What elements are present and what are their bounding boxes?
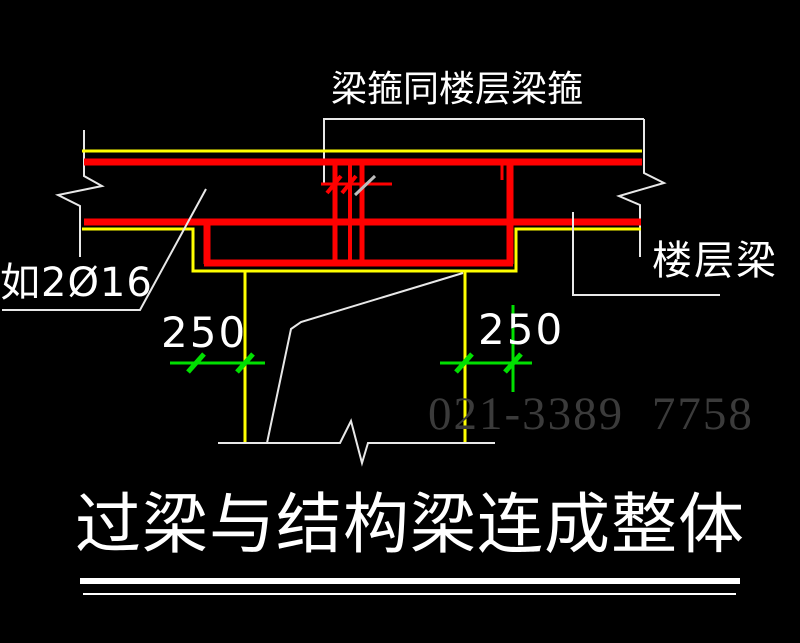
rebar-note-label: 如2Ø16 [0, 260, 153, 306]
right-dim-tick-1 [454, 352, 474, 374]
anchor-hatch-white [353, 174, 377, 197]
slab-bottom-and-lintel-outline [82, 227, 641, 273]
stirrup-note-label: 梁箍同楼层梁箍 [331, 69, 584, 110]
left-dim-tick-1 [186, 352, 206, 374]
left-wall-edge-breakline [54, 130, 105, 257]
ground-breakline [218, 418, 495, 467]
left-bearing-dimension: 250 [161, 308, 248, 357]
right-wall-edge-breakline [616, 119, 667, 257]
anchor-hatch-2 [340, 174, 358, 195]
rebar-note-leader [2, 188, 207, 311]
floor-beam-leader [572, 212, 720, 296]
left-dim-tick-2 [235, 352, 255, 374]
floor-beam-label: 楼层梁 [652, 238, 778, 284]
phone-watermark: 021-3389 7758 [428, 388, 754, 440]
anchor-hatch-1 [325, 174, 343, 195]
right-bearing-dimension: 250 [478, 305, 565, 354]
bearing-pointer-polyline [266, 272, 464, 444]
drawing-title: 过梁与结构梁连成整体 [75, 486, 745, 563]
